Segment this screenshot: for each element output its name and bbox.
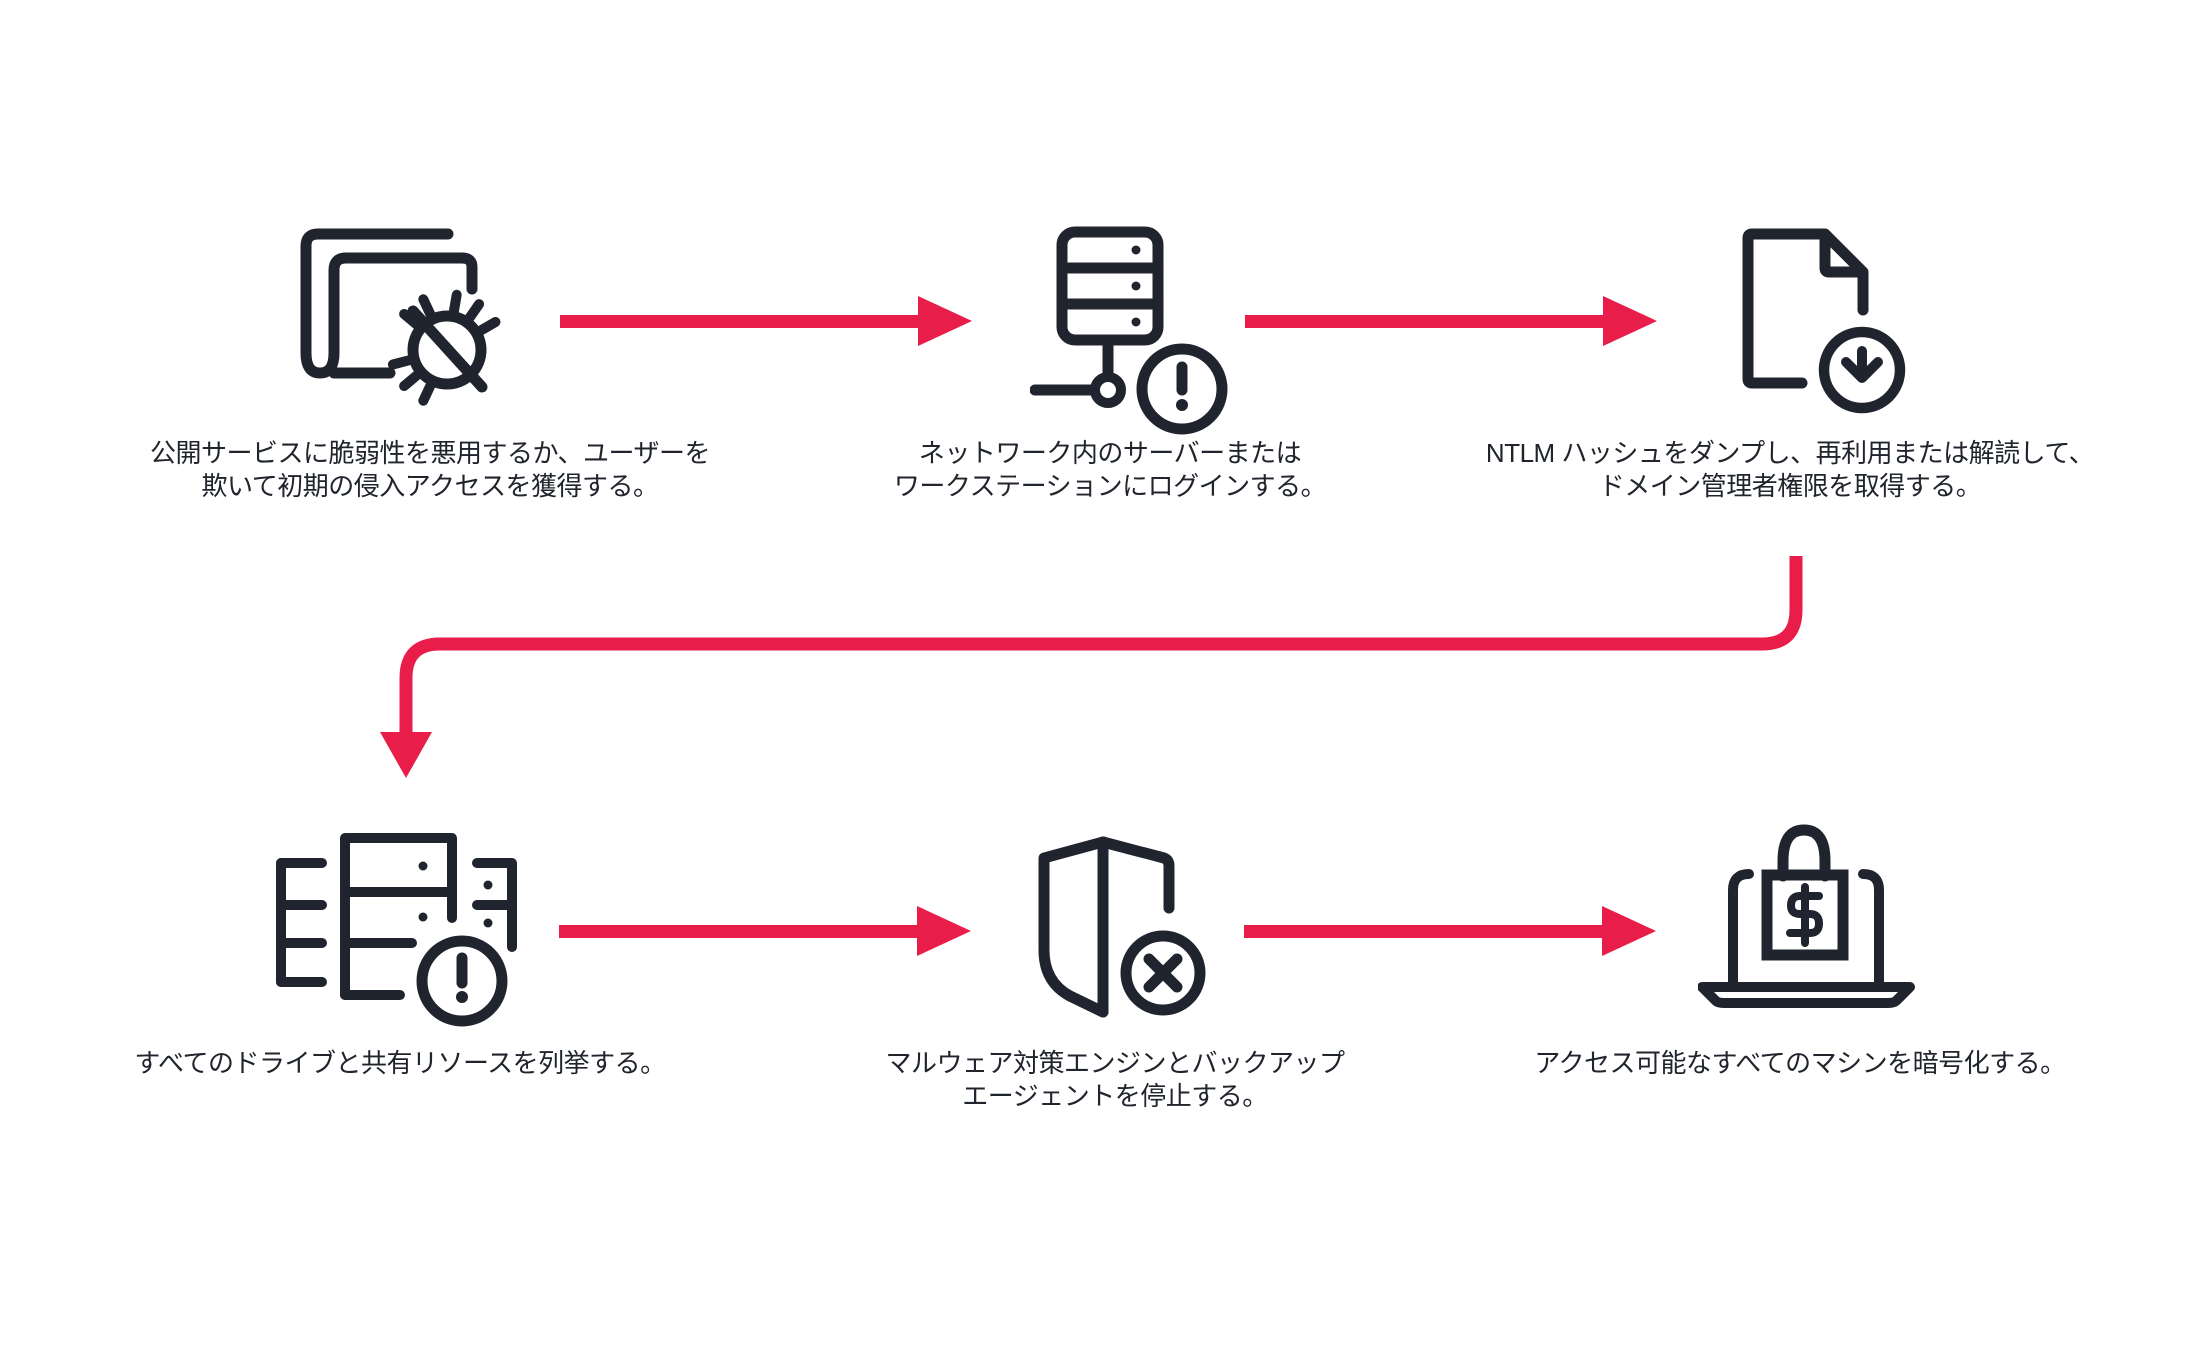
flow-arrow-3 [559, 906, 971, 956]
step-5-stop-protection [1036, 836, 1212, 1020]
caption-line: ネットワーク内のサーバーまたは [918, 438, 1302, 468]
flow-arrow-4 [1244, 906, 1656, 956]
caption-line: マルウェア対策エンジンとバックアップ [885, 1048, 1345, 1078]
step-caption-2: ネットワーク内のサーバーまたは ワークステーションにログインする。 [860, 437, 1360, 503]
step-2-login [1030, 224, 1230, 436]
shield-disabled-icon [1038, 836, 1206, 1018]
caption-line: ドメイン管理者権限を取得する。 [1598, 471, 1982, 501]
step-4-enumerate-drives [272, 830, 524, 1030]
laptop-ransom-lock-icon [1698, 824, 1915, 1008]
caption-line: ワークステーションにログインする。 [893, 471, 1327, 501]
caption-line: アクセス可能なすべてのマシンを暗号化する。 [1534, 1048, 2066, 1078]
flow-elbow-connector [380, 556, 1803, 778]
caption-line: 欺いて初期の侵入アクセスを獲得する。 [201, 471, 659, 501]
caption-line: NTLM ハッシュをダンプし、再利用または解読して、 [1485, 438, 2095, 468]
step-caption-5: マルウェア対策エンジンとバックアップ エージェントを停止する。 [865, 1047, 1365, 1113]
step-1-initial-access [290, 225, 510, 410]
step-3-ntlm-dump [1738, 226, 1914, 418]
flow-arrow-1 [560, 296, 972, 346]
step-caption-3: NTLM ハッシュをダンプし、再利用または解読して、 ドメイン管理者権限を取得す… [1460, 437, 2120, 503]
caption-line: すべてのドライブと共有リソースを列挙する。 [134, 1048, 666, 1078]
server-network-alert-icon [1030, 226, 1228, 435]
file-download-icon [1742, 228, 1906, 414]
step-6-encrypt [1698, 818, 1918, 1010]
step-caption-6: アクセス可能なすべてのマシンを暗号化する。 [1500, 1047, 2100, 1080]
flow-arrow-2 [1245, 296, 1657, 346]
caption-line: エージェントを停止する。 [962, 1081, 1268, 1111]
caption-line: 公開サービスに脆弱性を悪用するか、ユーザーを [150, 438, 710, 468]
step-caption-1: 公開サービスに脆弱性を悪用するか、ユーザーを 欺いて初期の侵入アクセスを獲得する… [130, 437, 730, 503]
drives-alert-icon [276, 833, 517, 1027]
step-caption-4: すべてのドライブと共有リソースを列挙する。 [100, 1047, 700, 1080]
document-bug-icon [300, 228, 501, 406]
